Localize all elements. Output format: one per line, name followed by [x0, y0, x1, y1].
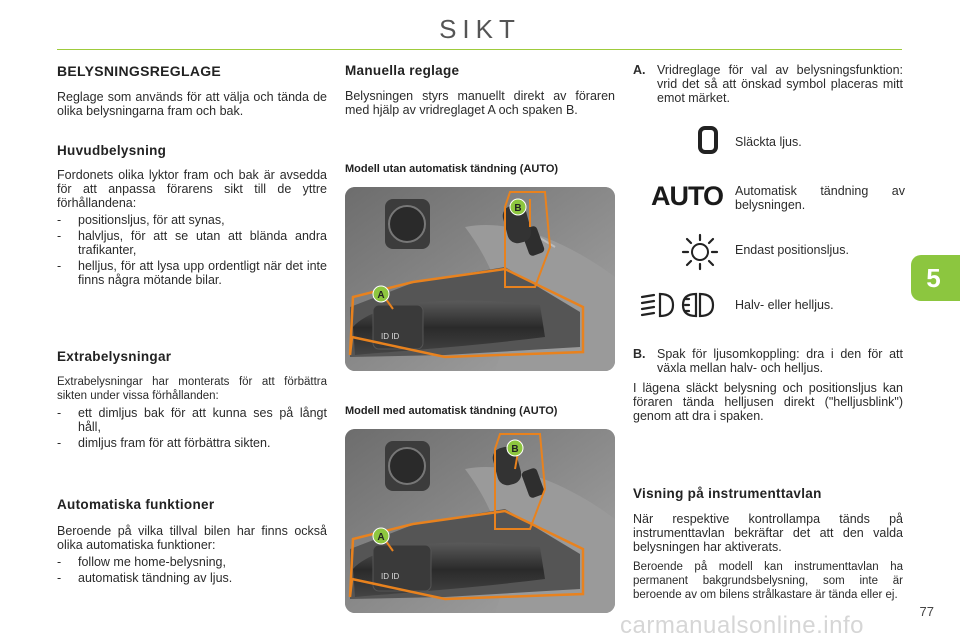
page-title: SIKT	[439, 14, 521, 44]
callout-b: B	[514, 203, 521, 214]
list-item: -ett dimljus bak för att kunna ses på lå…	[57, 406, 327, 434]
label-b: B.	[633, 347, 646, 361]
manual-text: Belysningen styrs manuellt direkt av för…	[345, 89, 615, 117]
extra-text: Extrabelysningar har monterats för att f…	[57, 376, 327, 402]
list-item: -positionsljus, för att synas,	[57, 213, 225, 227]
extra-list: -ett dimljus bak för att kunna ses på lå…	[57, 406, 327, 450]
svg-text:B: B	[511, 444, 518, 455]
list-item: -dimljus fram för att förbättra sikten.	[57, 436, 271, 450]
label-a: A.	[633, 63, 646, 77]
stalk-photo-without-auto: ID ID A B	[345, 187, 615, 371]
auto-icon: AUTO	[650, 180, 724, 211]
svg-text:A: A	[377, 532, 384, 543]
column-1-extra: Extrabelysningar Extrabelysningar har mo…	[57, 349, 327, 452]
column-3-a: A. Vridreglage för val av belysningsfunk…	[633, 63, 903, 105]
list-item: -follow me home-belysning,	[57, 555, 226, 569]
stalk-photo-with-auto: ID ID A B	[345, 429, 615, 613]
column-1-auto: Automatiska funktioner Beroende på vilka…	[57, 497, 327, 587]
svg-text:ID ID: ID ID	[381, 572, 399, 581]
auto-text: Beroende på vilka tillval bilen har finn…	[57, 524, 327, 552]
symbol-label-off: Släckta ljus.	[735, 135, 802, 149]
heading-visning: Visning på instrumenttavlan	[633, 486, 822, 501]
list-item: -helljus, för att lysa upp ordentligt nä…	[57, 259, 327, 287]
position-light-icon	[680, 232, 720, 272]
b-text: Spak för ljusomkoppling: dra i den för a…	[657, 347, 903, 375]
section-heading-belysningsreglage: BELYSNINGSREGLAGE	[57, 63, 222, 79]
visning-text-1: När respektive kontrollampa tänds på ins…	[633, 512, 903, 554]
title-divider	[57, 49, 902, 50]
column-2: Manuella reglage Belysningen styrs manue…	[345, 63, 615, 117]
a-text: Vridreglage för val av belysningsfunktio…	[657, 63, 903, 105]
symbol-label-headlight: Halv- eller helljus.	[735, 298, 834, 312]
list-item: -halvljus, för att se utan att blända an…	[57, 229, 327, 257]
watermark: carmanualsonline.info	[620, 612, 864, 639]
column-3-b: B. Spak för ljusomkoppling: dra i den fö…	[633, 347, 903, 423]
heading-extrabelysningar: Extrabelysningar	[57, 349, 172, 364]
caption-without-auto: Modell utan automatisk tändning (AUTO)	[345, 163, 559, 175]
b-text-2: I lägena släckt belysning och positionsl…	[633, 381, 903, 423]
page-number: 77	[919, 604, 934, 619]
list-item: -automatisk tändning av ljus.	[57, 571, 233, 585]
column-1: BELYSNINGSREGLAGE Reglage som används fö…	[57, 63, 327, 289]
symbol-label-position: Endast positionsljus.	[735, 243, 849, 257]
huvud-text: Fordonets olika lyktor fram och bak är a…	[57, 168, 327, 210]
off-icon	[690, 123, 726, 157]
visning-text-2: Beroende på modell kan instrumenttavlan …	[633, 561, 903, 601]
auto-list: -follow me home-belysning, -automatisk t…	[57, 555, 327, 585]
caption-with-auto: Modell med automatisk tändning (AUTO)	[345, 405, 558, 417]
chapter-tab: 5	[911, 255, 960, 301]
heading-manuella-reglage: Manuella reglage	[345, 63, 460, 78]
symbol-label-auto: Automatisk tändning av belysningen.	[735, 184, 905, 212]
heading-automatiska-funktioner: Automatiska funktioner	[57, 497, 215, 512]
huvud-list: -positionsljus, för att synas, -halvljus…	[57, 213, 327, 287]
heading-huvudbelysning: Huvudbelysning	[57, 143, 167, 158]
column-3-visning: Visning på instrumenttavlan När respekti…	[633, 486, 903, 602]
intro-text: Reglage som används för att välja och tä…	[57, 90, 327, 118]
callout-a: A	[377, 290, 384, 301]
svg-text:ID ID: ID ID	[381, 332, 399, 341]
headlight-icon	[640, 290, 720, 320]
